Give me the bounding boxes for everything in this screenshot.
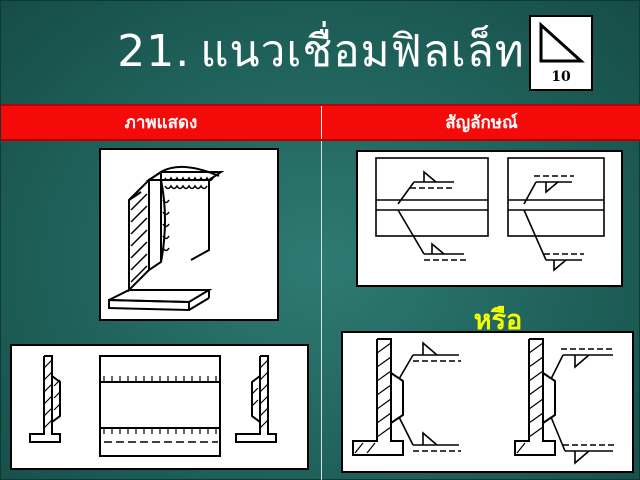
slide-title: 21. แนวเชื่อมฟิลเล็ท	[1, 5, 640, 97]
title-text: แนวเชื่อมฟิลเล็ท	[200, 26, 525, 77]
weld-symbol-section-drawing	[352, 338, 615, 465]
fillet-section-views-drawing	[29, 355, 277, 457]
weld-symbol-panel-top	[356, 150, 623, 287]
weld-symbol-panel-bottom	[341, 331, 634, 473]
isometric-weld-panel	[99, 148, 279, 321]
table-header: ภาพแสดง สัญลักษณ์	[1, 104, 640, 141]
column-divider	[321, 141, 322, 480]
title-number: 21.	[117, 25, 191, 77]
or-label: หรือ	[473, 305, 523, 336]
header-illustration: ภาพแสดง	[124, 113, 198, 133]
section-views-panel	[10, 344, 309, 470]
symbol-size-label: 10	[551, 69, 571, 85]
fillet-triangle-icon	[539, 21, 585, 63]
isometric-fillet-weld-drawing	[108, 165, 225, 312]
header-symbol: สัญลักษณ์	[321, 106, 640, 139]
fillet-symbol-box: 10	[529, 15, 593, 91]
weld-symbol-plan-drawing	[375, 157, 605, 272]
